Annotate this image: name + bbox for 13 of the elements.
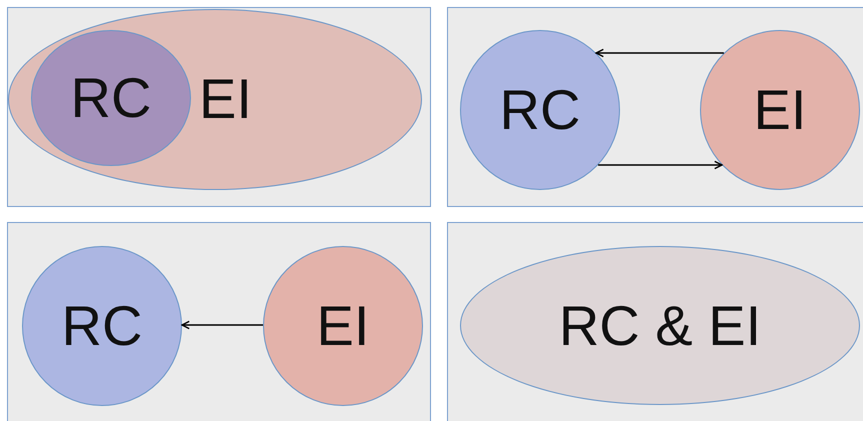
node-label: EI [754,82,806,138]
node-label: RC & EI [558,298,762,354]
panel-box [447,222,863,421]
node-label: RC [70,70,152,126]
panel-box [7,222,431,421]
arrow [595,48,724,58]
panel-box [447,7,863,207]
node-label: RC [500,82,580,138]
arrow [181,320,263,330]
arrow [598,160,723,170]
node-label: RC [62,298,142,354]
node-label: EI [199,70,252,126]
node-label: EI [316,298,370,354]
